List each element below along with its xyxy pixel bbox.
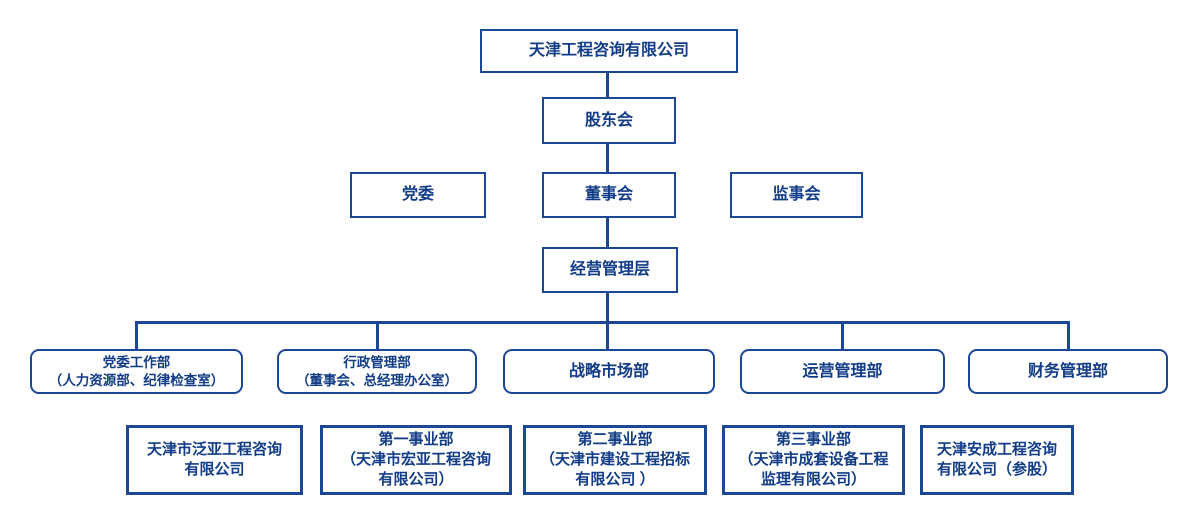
connector-drop-operations-dept <box>841 321 844 349</box>
org-label-admin-dept-line1: 行政管理部 <box>343 354 411 370</box>
connector-drop-party-work-dept <box>135 321 138 349</box>
org-box-operations-dept: 运营管理部 <box>740 349 945 394</box>
org-label-finance-dept: 财务管理部 <box>1027 362 1108 380</box>
org-label-ancheng-line1: 天津安成工程咨询 <box>936 441 1057 458</box>
connector-root-to-shareholders <box>606 73 609 97</box>
org-box-division-1: 第一事业部 （天津市宏亚工程咨询 有限公司） <box>320 425 512 495</box>
org-box-strategy-market-dept: 战略市场部 <box>503 349 715 394</box>
org-box-ancheng-subsidiary: 天津安成工程咨询 有限公司（参股） <box>920 425 1074 495</box>
org-label-supervisory-board: 监事会 <box>772 186 821 203</box>
org-label-party-committee: 党委 <box>401 186 434 203</box>
org-box-company-root: 天津工程咨询有限公司 <box>480 29 738 73</box>
org-label-operations-dept: 运营管理部 <box>802 362 883 380</box>
org-box-management-layer: 经营管理层 <box>542 247 678 293</box>
connector-management-to-bus <box>606 293 609 322</box>
org-label-division2-line1: 第二事业部 <box>577 431 653 448</box>
org-label-shareholders-meeting: 股东会 <box>584 111 633 129</box>
org-box-finance-dept: 财务管理部 <box>968 349 1168 394</box>
org-label-division1-line1: 第一事业部 <box>378 431 454 448</box>
connector-drop-strategy-dept <box>606 321 609 349</box>
org-box-admin-dept: 行政管理部 （董事会、总经理办公室） <box>277 349 477 394</box>
org-label-strategy-market-dept: 战略市场部 <box>568 362 649 380</box>
org-label-division2-line3: 有限公司 ） <box>575 471 655 488</box>
org-label-fanya-line2: 有限公司 <box>184 461 245 478</box>
org-box-fanya-subsidiary: 天津市泛亚工程咨询 有限公司 <box>126 425 303 495</box>
org-box-shareholders-meeting: 股东会 <box>542 97 676 144</box>
org-label-management-layer: 经营管理层 <box>569 261 650 278</box>
org-label-fanya-line1: 天津市泛亚工程咨询 <box>146 441 282 458</box>
org-label-division1-line2: （天津市宏亚工程咨询 <box>340 451 491 468</box>
org-label-ancheng-line2: 有限公司（参股） <box>936 461 1057 478</box>
org-box-division-2: 第二事业部 （天津市建设工程招标 有限公司 ） <box>523 425 707 495</box>
connector-horizontal-bus <box>135 321 1070 324</box>
org-box-board-of-directors: 董事会 <box>542 172 676 218</box>
org-box-supervisory-board: 监事会 <box>730 172 863 218</box>
org-box-party-committee: 党委 <box>350 172 486 218</box>
org-label-party-work-dept-line2: （人力资源部、纪律检查室） <box>48 372 225 388</box>
org-box-division-3: 第三事业部 （天津市成套设备工程 监理有限公司） <box>722 425 905 495</box>
org-label-company-root: 天津工程咨询有限公司 <box>528 42 689 59</box>
connector-drop-finance-dept <box>1066 321 1070 349</box>
org-label-division3-line1: 第三事业部 <box>775 431 851 448</box>
org-label-division3-line2: （天津市成套设备工程 <box>738 451 889 468</box>
connector-board-to-management <box>606 218 609 247</box>
org-label-board-of-directors: 董事会 <box>584 186 633 203</box>
org-label-division3-line3: 监理有限公司） <box>760 471 866 488</box>
org-label-division2-line2: （天津市建设工程招标 <box>539 451 690 468</box>
org-label-party-work-dept-line1: 党委工作部 <box>102 354 171 370</box>
connector-shareholders-to-board <box>606 144 609 172</box>
connector-drop-admin-dept <box>375 321 379 349</box>
org-label-division1-line3: 有限公司） <box>378 471 454 488</box>
org-label-admin-dept-line2: （董事会、总经理办公室） <box>296 372 458 388</box>
org-box-party-work-dept: 党委工作部 （人力资源部、纪律检查室） <box>30 349 243 394</box>
